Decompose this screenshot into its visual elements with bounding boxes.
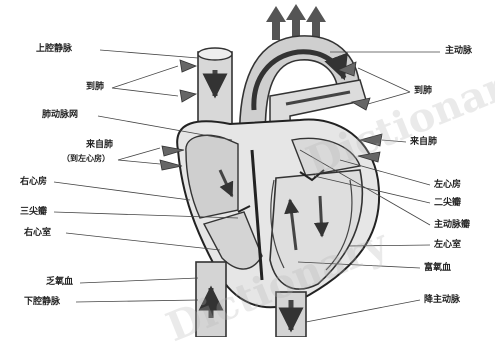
label-bicuspid: 二尖瓣: [434, 198, 461, 209]
label-right-atrium: 右心房: [20, 177, 47, 188]
label-left-ventricle: 左心室: [434, 240, 461, 251]
label-superior-vena-cava: 上腔静脉: [36, 44, 72, 55]
superior-vena-cava: [198, 48, 232, 130]
label-descending-aorta: 降主动脉: [424, 295, 460, 306]
label-right-ventricle: 右心室: [24, 228, 51, 239]
label-aorta: 主动脉: [445, 46, 472, 57]
label-tricuspid: 三尖瓣: [20, 207, 47, 218]
descending-aorta: [276, 292, 306, 337]
label-from-lung-left-sub: （到左心房）: [62, 153, 110, 164]
label-deoxy-blood: 乏氧血: [46, 277, 73, 288]
inferior-vena-cava: [196, 262, 226, 337]
label-inferior-vena-cava: 下腔静脉: [24, 297, 60, 308]
label-oxy-blood: 富氧血: [424, 263, 451, 274]
label-from-lung-left: 来自肺: [86, 140, 113, 151]
label-pulmonary-vein: 肺动脉网: [42, 110, 78, 121]
heart-diagram: [0, 0, 495, 337]
label-to-lung-left: 到肺: [86, 82, 104, 93]
label-left-atrium: 左心房: [434, 180, 461, 191]
label-aortic-valve: 主动脉瓣: [434, 220, 470, 231]
label-to-lung-right: 到肺: [414, 86, 432, 97]
label-from-lung-right: 来自肺: [410, 137, 437, 148]
